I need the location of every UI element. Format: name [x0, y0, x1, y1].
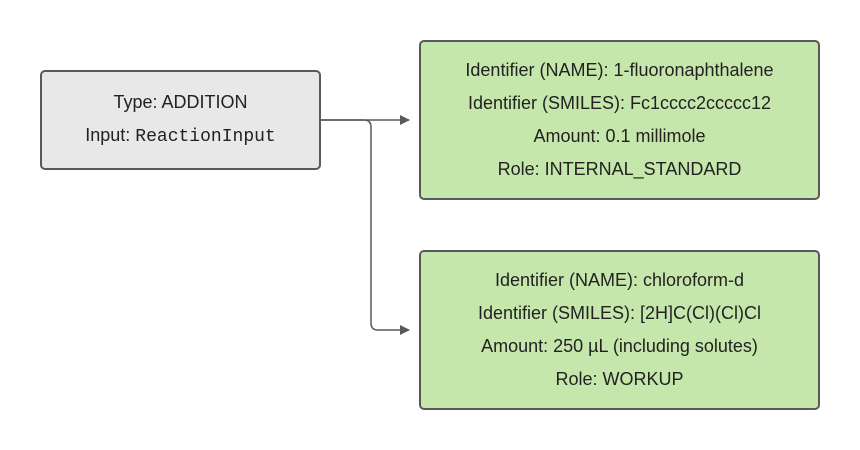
component-amount: Amount: 250 µL (including solutes) [481, 336, 758, 356]
component-smiles: Identifier (SMILES): Fc1cccc2ccccc12 [467, 93, 772, 113]
component-node-internal-standard: Identifier (NAME): 1-fluoronaphthalene I… [419, 40, 820, 200]
input-kind-line: Input: ReactionInput [85, 119, 275, 154]
component-node-workup: Identifier (NAME): chloroform-d Identifi… [419, 250, 820, 410]
component-name: Identifier (NAME): 1-fluoronaphthalene [465, 60, 774, 80]
component-amount: Amount: 0.1 millimole [533, 126, 706, 146]
edge-to-workup [321, 119, 410, 335]
reaction-input-node: Type: ADDITION Input: ReactionInput [40, 70, 321, 170]
input-kind-prefix: Input: [85, 125, 136, 145]
component-role: Role: INTERNAL_STANDARD [497, 159, 742, 179]
input-type-label: Type: ADDITION [113, 92, 248, 112]
component-role: Role: WORKUP [555, 369, 684, 389]
component-name: Identifier (NAME): chloroform-d [494, 270, 745, 290]
component-smiles: Identifier (SMILES): [2H]C(Cl)(Cl)Cl [477, 303, 762, 323]
input-kind-value: ReactionInput [135, 127, 276, 147]
